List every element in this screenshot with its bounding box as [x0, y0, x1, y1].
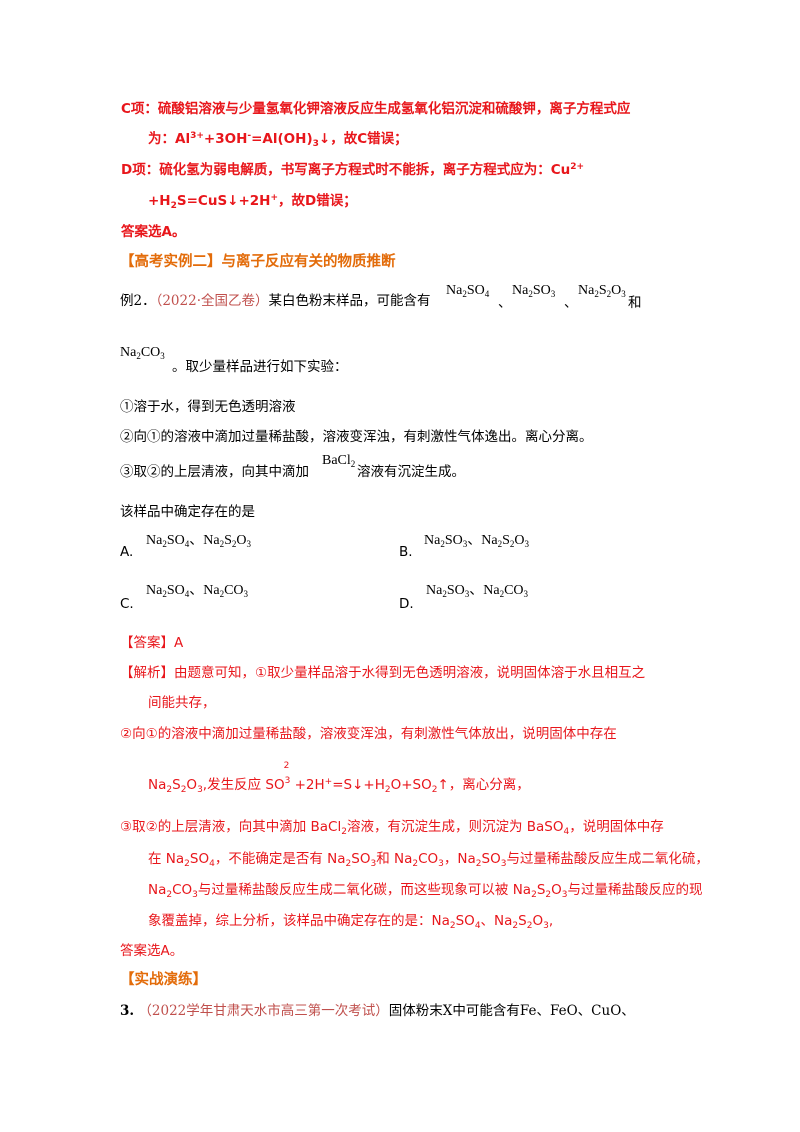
option-d-label[interactable]: D. — [399, 596, 414, 612]
formula-bacl2: BaCl2 — [322, 453, 356, 469]
step-1: ①溶于水，得到无色透明溶液 — [120, 399, 296, 415]
option-d-analysis: D项：硫化氢为弱电解质，书写离子方程式时不能拆，离子方程式应为：Cu2+ — [121, 162, 585, 178]
separator: 、 — [564, 295, 578, 311]
option-b-label[interactable]: B. — [399, 544, 413, 560]
practice-question: 3. （2022学年甘肃天水市高三第一次考试）固体粉末X中可能含有Fe、FeO、… — [120, 1003, 635, 1019]
option-d-formula[interactable]: Na2SO3、Na2CO3 — [426, 583, 529, 599]
practice-title: 【实战演练】 — [120, 972, 207, 988]
option-c-formula[interactable]: Na2SO4、Na2CO3 — [146, 583, 249, 599]
example-stem: 例2．（2022·全国乙卷）某白色粉末样品，可能含有 — [120, 293, 431, 309]
option-d-equation: +H2S=CuS↓+2H+，故D错误； — [148, 193, 357, 211]
analysis-paragraph-1: 【解析】由题意可知，①取少量样品溶于水得到无色透明溶液，说明固体溶于水且相互之 — [120, 665, 646, 681]
option-a-label[interactable]: A. — [120, 544, 134, 560]
formula-na2so4: Na2SO4 — [446, 283, 490, 299]
step-3-continued: 溶液有沉淀生成。 — [357, 464, 465, 480]
separator: 、 — [498, 295, 512, 311]
option-c-equation: 为：Al3++3OH-=Al(OH)3↓，故C错误； — [148, 131, 408, 149]
formula-na2s2o3: Na2S2O3 — [578, 283, 626, 299]
analysis-paragraph-3-line-2: 在 Na2SO4，不能确定是否有 Na2SO3和 Na2CO3，Na2SO3与过… — [148, 851, 709, 869]
option-b-formula[interactable]: Na2SO3、Na2S2O3 — [424, 533, 529, 549]
conjunction: 和 — [628, 295, 642, 311]
analysis-paragraph-3-line-4: 象覆盖掉，综上分析，该样品中确定存在的是：Na2SO4、Na2S2O3, — [148, 913, 554, 931]
analysis-paragraph-1-cont: 间能共存， — [148, 695, 216, 711]
analysis-paragraph-3: ③取②的上层清液，向其中滴加 BaCl2溶液，有沉淀生成，则沉淀为 BaSO4，… — [120, 819, 664, 837]
analysis-paragraph-2: ②向①的溶液中滴加过量稀盐酸，溶液变浑浊，有刺激性气体放出，说明固体中存在 — [120, 726, 617, 742]
question: 该样品中确定存在的是 — [120, 504, 255, 520]
example-stem-continued: 。取少量样品进行如下实验： — [172, 359, 348, 375]
final-answer: 答案选A。 — [120, 943, 184, 959]
formula-na2so3: Na2SO3 — [512, 283, 556, 299]
analysis-paragraph-3-line-3: Na2CO3与过量稀盐酸反应生成二氧化碳，而这些现象可以被 Na2S2O3与过量… — [148, 882, 703, 900]
option-c-label[interactable]: C. — [120, 596, 134, 612]
step-3: ③取②的上层清液，向其中滴加 — [120, 464, 309, 480]
answer-top: 答案选A。 — [121, 224, 186, 240]
option-a-formula[interactable]: Na2SO4、Na2S2O3 — [146, 533, 251, 549]
option-c-analysis: C项：硫酸铝溶液与少量氢氧化钾溶液反应生成氢氧化铝沉淀和硫酸钾，离子方程式应 — [121, 101, 631, 117]
section-title: 【高考实例二】与离子反应有关的物质推断 — [120, 254, 396, 270]
step-2: ②向①的溶液中滴加过量稀盐酸，溶液变浑浊，有刺激性气体逸出。离心分离。 — [120, 429, 593, 445]
answer-line: 【答案】A — [120, 635, 184, 651]
formula-na2co3: Na2CO3 — [120, 345, 165, 361]
